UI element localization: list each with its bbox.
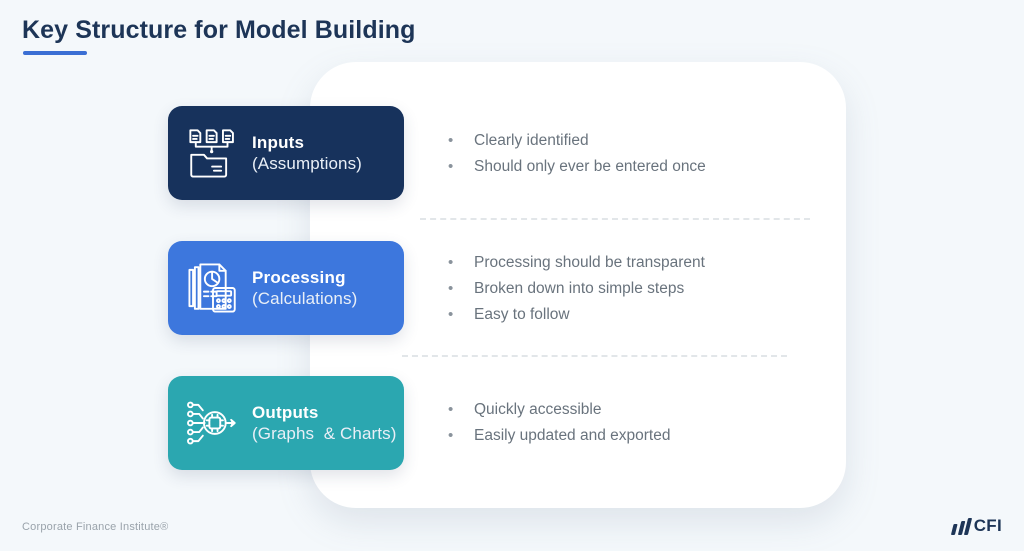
card-outputs[interactable]: Outputs (Graphs & Charts) [168,376,404,470]
list-item: • Easily updated and exported [448,423,848,449]
card-outputs-subtitle: (Graphs & Charts) [252,424,397,443]
cfi-logo: CFI [950,516,1002,536]
bullet-marker-icon: • [448,280,454,297]
card-processing-text: Processing (Calculations) [252,267,357,310]
bullet-marker-icon: • [448,254,454,271]
card-inputs-title: Inputs [252,132,305,152]
bullet-marker-icon: • [448,158,454,175]
title-underline-accent [23,51,87,55]
card-inputs[interactable]: Inputs (Assumptions) [168,106,404,200]
bullet-list-outputs: • Quickly accessible • Easily updated an… [448,397,848,449]
cfi-logo-text: CFI [973,516,1002,535]
bullet-text: Processing should be transparent [474,254,705,271]
list-item: • Easy to follow [448,302,848,328]
bullet-marker-icon: • [448,401,454,418]
section-divider-2 [402,355,787,357]
footer-copyright: Corporate Finance Institute® [22,521,169,533]
documents-piechart-calculator-icon [182,257,244,319]
bullet-text: Broken down into simple steps [474,280,685,297]
bullet-marker-icon: • [448,306,454,323]
list-item: • Quickly accessible [448,397,848,423]
bullet-text: Easily updated and exported [474,427,671,444]
bullet-marker-icon: • [448,427,454,444]
bullet-text: Easy to follow [474,306,570,323]
page-title-block: Key Structure for Model Building [22,14,416,55]
list-item: • Clearly identified [448,128,848,154]
bullet-text: Should only ever be entered once [474,158,706,175]
bullet-marker-icon: • [448,132,454,149]
bullet-text: Clearly identified [474,132,589,149]
card-processing-title: Processing [252,267,346,287]
card-processing-subtitle: (Calculations) [252,289,358,308]
cfi-logo-bars-icon [950,517,972,535]
documents-into-folder-icon [182,122,244,184]
card-outputs-title: Outputs [252,402,319,422]
card-inputs-text: Inputs (Assumptions) [252,132,362,175]
bullet-list-inputs: • Clearly identified • Should only ever … [448,128,848,180]
card-processing[interactable]: Processing (Calculations) [168,241,404,335]
card-inputs-subtitle: (Assumptions) [252,154,362,173]
list-item: • Processing should be transparent [448,250,848,276]
card-outputs-text: Outputs (Graphs & Charts) [252,402,396,445]
list-item: • Should only ever be entered once [448,154,848,180]
page-title: Key Structure for Model Building [22,16,416,44]
bullet-list-processing: • Processing should be transparent • Bro… [448,250,848,328]
section-divider-1 [420,218,810,220]
list-item: • Broken down into simple steps [448,276,848,302]
bullet-text: Quickly accessible [474,401,602,418]
circuit-chip-output-icon [182,392,244,454]
